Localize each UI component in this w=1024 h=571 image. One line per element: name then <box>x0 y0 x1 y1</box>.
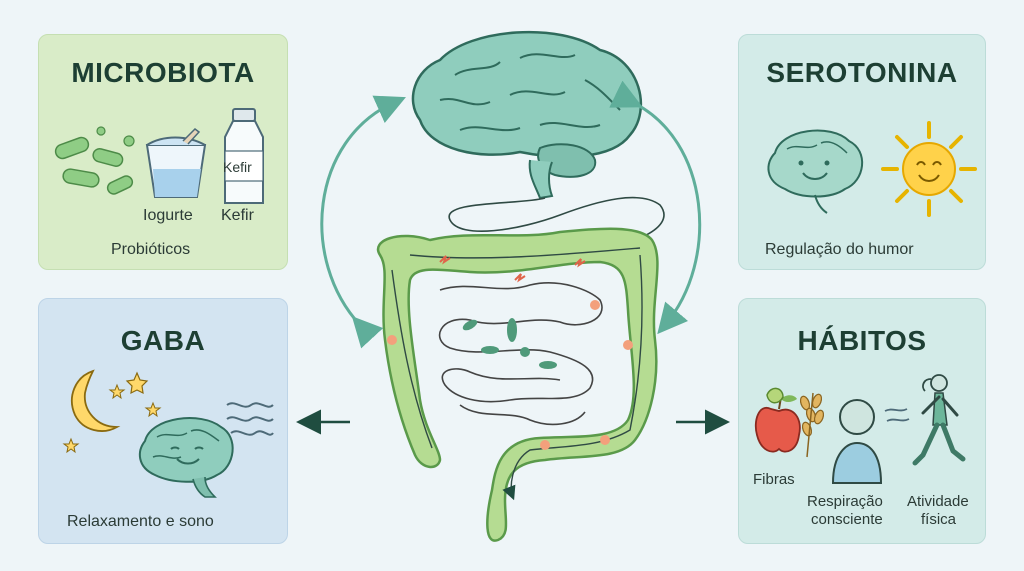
gaba-title: GABA <box>120 325 206 356</box>
gaba-caption: Relaxamento e sono <box>67 513 214 530</box>
yogurt-icon <box>145 128 207 198</box>
kefir-label: Kefir <box>221 207 254 224</box>
calm-brain-icon <box>138 417 234 498</box>
atividade-line2: física <box>921 511 957 528</box>
respiracao-line1: Respiração <box>807 493 883 510</box>
arrow-brain-to-gut-right <box>609 80 702 335</box>
atividade-line1: Atividade <box>907 493 969 510</box>
serotonina-panel: SEROTONINA Regulação do humor <box>738 34 986 270</box>
serotonina-title: SEROTONINA <box>766 57 958 88</box>
habitos-title: HÁBITOS <box>797 325 927 356</box>
arrow-gut-to-brain-left <box>320 95 406 349</box>
gut-icon <box>376 227 659 542</box>
microbiota-caption: Probióticos <box>111 241 191 258</box>
sun-icon <box>881 121 977 217</box>
gaba-panel: GABA Relaxamento e sono <box>38 298 288 544</box>
breathing-person-icon <box>831 399 910 484</box>
fruit-grain-icon <box>754 387 825 458</box>
microbiota-title: MICROBIOTA <box>71 57 255 88</box>
microbiota-panel: MICROBIOTA Iogurte Kefir Kefir Probiótic… <box>38 34 288 270</box>
yogurt-label: Iogurte <box>143 207 193 224</box>
serotonina-caption: Regulação do humor <box>765 241 914 258</box>
walking-person-icon <box>912 374 966 466</box>
brain-icon <box>411 30 643 200</box>
kefir-bottle-icon <box>224 108 264 204</box>
fibras-label: Fibras <box>753 471 795 488</box>
habitos-panel: HÁBITOS Fibras Respiração consciente Ati… <box>738 298 986 544</box>
moon-stars-icon <box>62 369 162 454</box>
kefir-bottle-text: Kefir <box>223 159 252 175</box>
respiracao-line2: consciente <box>811 511 883 528</box>
bacteria-icon <box>54 126 135 195</box>
happy-brain-icon <box>767 129 864 214</box>
calm-waves-icon <box>226 402 274 436</box>
